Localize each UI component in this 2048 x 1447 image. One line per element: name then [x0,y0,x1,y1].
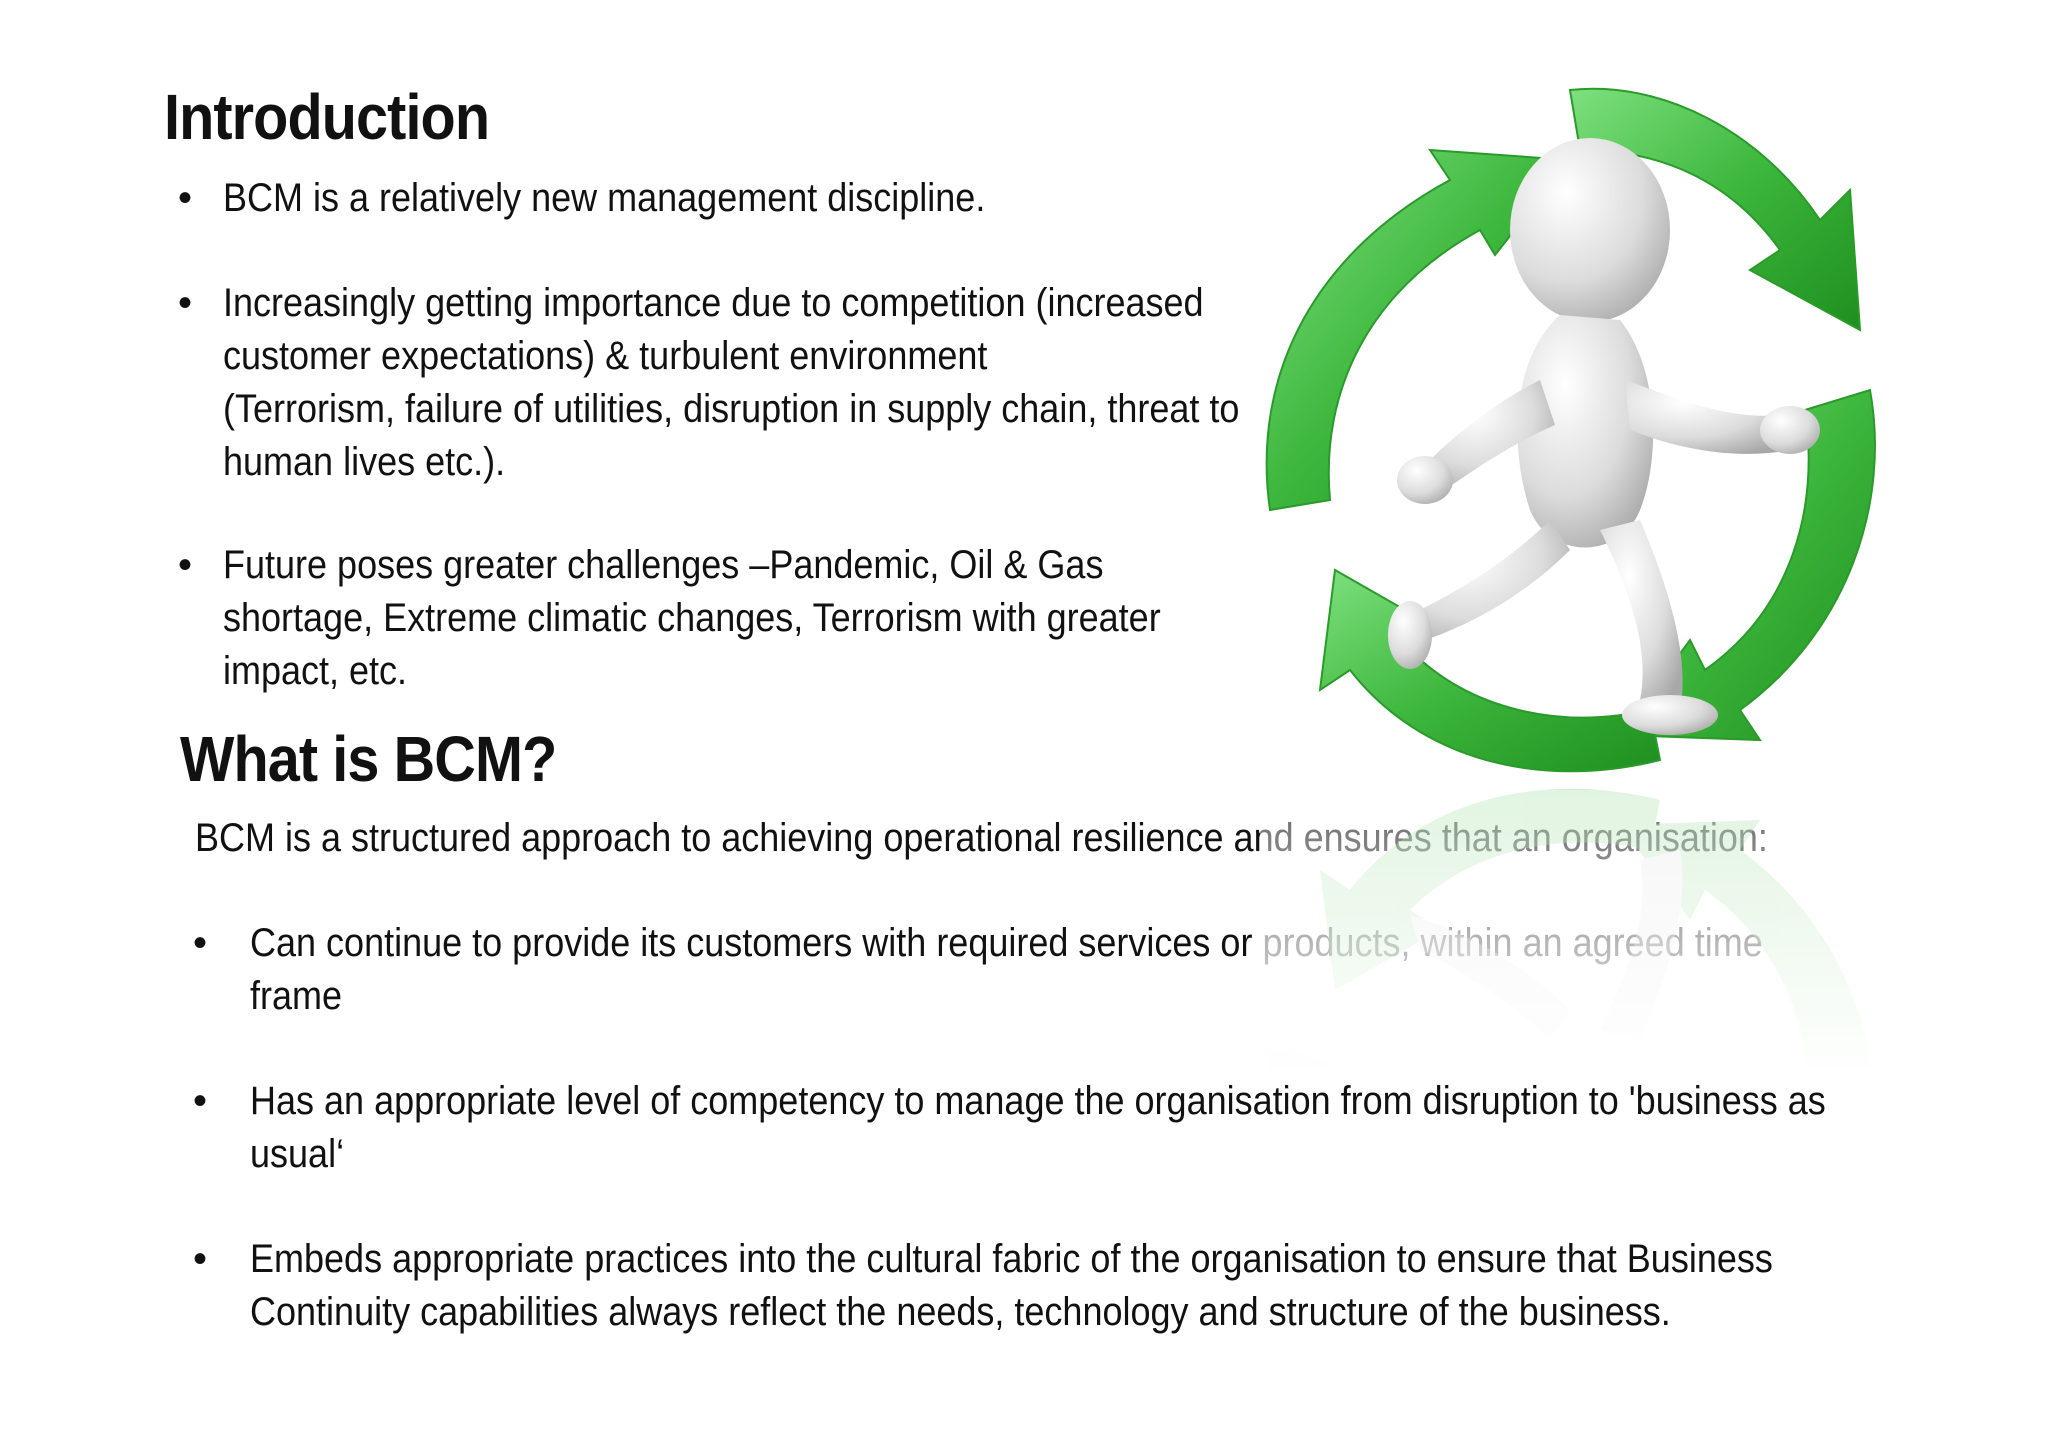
bullet-text: Embeds appropriate practices into the cu… [250,1233,1773,1339]
text-line: Increasingly getting importance due to c… [223,281,1204,325]
text-line: (Terrorism, failure of utilities, disrup… [223,387,1240,431]
text-line: frame [250,974,343,1018]
text-line: shortage, Extreme climatic changes, Terr… [223,596,1161,640]
introduction-bullet-list: • BCM is a relatively new management dis… [178,172,1278,712]
bullet-marker: • [178,176,193,220]
text-line: customer expectations) & turbulent envir… [223,334,988,378]
text-line: Embeds appropriate practices into the cu… [250,1237,1773,1281]
text-line: Continuity capabilities always reflect t… [250,1290,1671,1334]
bullet-marker: • [178,543,193,587]
text-line: Has an appropriate level of competency t… [250,1079,1826,1123]
bullet-text: Has an appropriate level of competency t… [250,1075,1826,1181]
bullet-text: Future poses greater challenges –Pandemi… [223,539,1161,698]
text-line: BCM is a relatively new management disci… [223,176,986,220]
bullet-marker: • [193,921,208,965]
text-line: impact, etc. [223,649,408,693]
bullet-marker: • [193,1079,208,1123]
text-line: usual‘ [250,1132,345,1176]
text-line: Future poses greater challenges –Pandemi… [223,543,1104,587]
what-is-bcm-heading: What is BCM? [180,723,557,795]
bullet-text: BCM is a relatively new management disci… [223,172,985,225]
introduction-heading: Introduction [164,81,490,153]
bullet-marker: • [193,1237,208,1281]
text-line: human lives etc.). [223,440,506,484]
bullet-marker: • [178,281,193,325]
bullet-text: Increasingly getting importance due to c… [223,277,1239,489]
running-figure-in-green-arrows-cycle-icon [1260,70,1900,1447]
